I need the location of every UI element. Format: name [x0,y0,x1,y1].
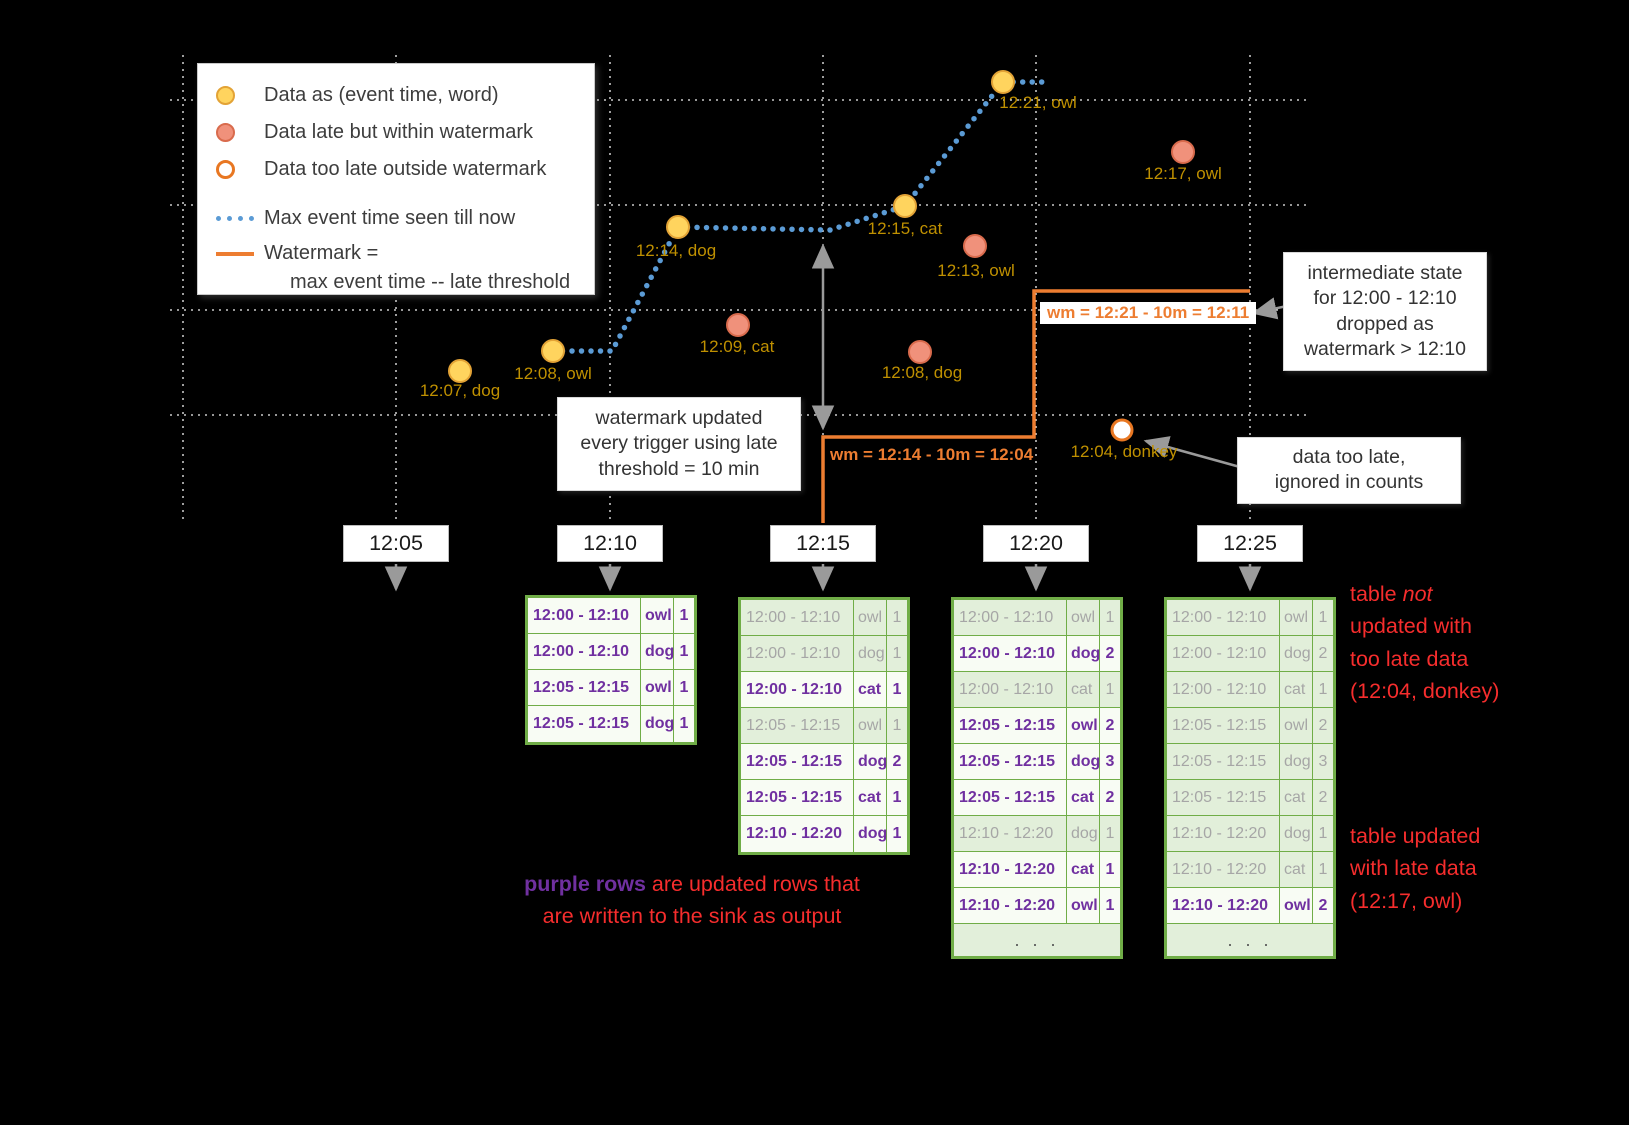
point-1209-cat [726,313,750,337]
legend-item-late: Data late but within watermark [198,114,594,151]
tick-1205: 12:05 [343,525,449,562]
point-label: 12:08, dog [881,363,963,382]
legend-label: Data late but within watermark [264,121,534,143]
data-points [448,70,1195,442]
late-dot-icon [216,123,264,142]
legend: Data as (event time, word) Data late but… [197,63,595,295]
point-1213-owl [963,234,987,258]
note-no-update: table not updated with too late data (12… [1350,582,1500,703]
point-1208-owl [541,339,565,363]
legend-item-watermark: Watermark = max event time -- late thres… [198,239,594,297]
tick-1215: 12:15 [770,525,876,562]
tick-1210: 12:10 [557,525,663,562]
solid-line-icon [216,252,264,256]
point-label: 12:09, cat [699,337,775,356]
legend-label: Data as (event time, word) [264,84,499,106]
legend-item-max-event-time: Max event time seen till now [198,200,594,237]
dotted-line-icon [216,216,264,221]
table-ellipsis: . . . [1014,929,1060,950]
watermark-value-2: wm = 12:21 - 10m = 12:11 [1040,302,1257,324]
too-late-dot-icon [216,160,264,179]
point-1208-dog [908,340,932,364]
point-label: 12:04, donkey [1070,442,1178,461]
point-1221-owl [991,70,1015,94]
legend-label: Watermark = [264,242,379,264]
watermark-value-1: wm = 12:14 - 10m = 12:04 [830,445,1034,464]
point-label: 12:08, owl [514,364,592,383]
point-label: 12:13, owl [937,261,1015,280]
point-label: 12:14, dog [635,241,717,260]
point-1217-owl [1171,140,1195,164]
note-purple-rows: purple rows are updated rows that are wr… [524,872,860,929]
point-label: 12:07, dog [419,381,501,400]
intermediate-state-callout: intermediate state for 12:00 - 12:10 dro… [1283,252,1487,372]
point-label: 12:17, owl [1144,164,1222,183]
legend-item-ontime: Data as (event time, word) [198,77,594,114]
point-1215-cat [893,194,917,218]
point-1214-dog [666,215,690,239]
trigger-note-callout: watermark updated every trigger using la… [557,397,801,492]
legend-item-too-late: Data too late outside watermark [198,151,594,188]
point-1207-dog [448,359,472,383]
ontime-dot-icon [216,86,264,105]
watermark-line [821,289,1250,523]
table-ellipsis: . . . [1227,929,1273,950]
too-late-callout: data too late, ignored in counts [1237,437,1461,504]
point-1204-donkey [1110,418,1134,442]
note-late-update: table updated with late data (12:17, owl… [1350,824,1481,913]
connector-arrows [384,243,1288,592]
legend-label: Data too late outside watermark [264,158,547,180]
point-label: 12:21, owl [999,93,1077,112]
too-late-arrow [1143,436,1241,469]
point-label: 12:15, cat [867,219,943,238]
tick-1225: 12:25 [1197,525,1303,562]
tick-1220: 12:20 [983,525,1089,562]
legend-label: max event time -- late threshold [290,271,571,293]
intermediate-state-arrow [1251,297,1288,320]
legend-label: Max event time seen till now [264,207,516,229]
